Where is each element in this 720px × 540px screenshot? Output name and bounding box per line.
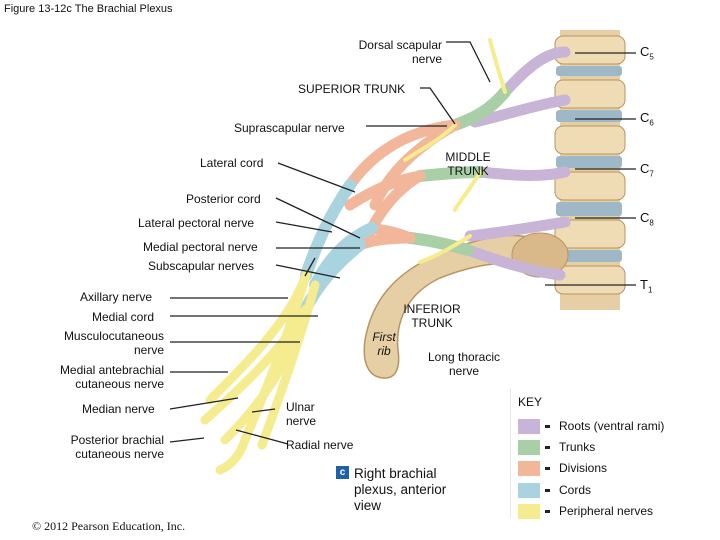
c8-label: C8 [640,210,654,228]
divisions-swatch [518,460,540,476]
c7-label: C7 [640,161,654,179]
long-thoracic-nerve-label: Long thoracic nerve [427,350,501,378]
camera-icon: c [336,466,349,479]
suprascapular-nerve-label: Suprascapular nerve [234,121,345,135]
color-key: KEY Roots (ventral rami) Trunks Division… [510,388,706,519]
leader-lines [169,41,636,445]
first-rib-label: First rib [372,330,396,358]
cords-swatch [518,482,540,498]
figure-caption: Right brachial plexus, anterior view [354,466,447,513]
lateral-pectoral-nerve-label: Lateral pectoral nerve [138,216,255,230]
medial-antebrachial-label: Medial antebrachial cutaneous nerve [59,363,164,391]
medial-pectoral-nerve-label: Medial pectoral nerve [143,240,258,254]
dorsal-scapular-nerve-label: Dorsal scapular nerve [358,38,442,66]
figure-title: Figure 13-12c The Brachial Plexus [4,3,173,15]
key-title: KEY [518,395,543,409]
c5-label: C5 [640,44,654,62]
ulnar-nerve-label: Ulnar nerve [286,400,317,428]
key-item-roots: Roots (ventral rami) [518,418,664,434]
trunks-swatch [518,439,540,455]
axillary-nerve-label: Axillary nerve [80,290,153,304]
peripheral-nerves [200,270,320,475]
superior-trunk-label: SUPERIOR TRUNK [298,82,406,96]
t1-label: T1 [640,277,653,295]
inferior-trunk-label: INFERIOR TRUNK [403,302,461,330]
medial-cord-label: Medial cord [92,310,155,324]
key-item-divisions: Divisions [518,460,607,476]
middle-trunk-label: MIDDLE TRUNK [445,150,491,178]
roots-swatch [518,418,540,434]
copyright-notice: © 2012 Pearson Education, Inc. [32,519,186,533]
median-nerve-label: Median nerve [82,402,155,416]
musculocutaneous-nerve-label: Musculocutaneous nerve [63,329,164,357]
radial-nerve-label: Radial nerve [286,438,354,452]
posterior-brachial-label: Posterior brachial cutaneous nerve [70,433,164,461]
posterior-cord-label: Posterior cord [186,192,261,206]
key-item-trunks: Trunks [518,439,595,455]
subscapular-nerves-label: Subscapular nerves [148,259,255,273]
roots [462,46,571,281]
key-item-cords: Cords [518,482,591,498]
c6-label: C6 [640,110,654,128]
key-item-peripheral: Peripheral nerves [518,503,653,519]
lateral-cord-label: Lateral cord [200,156,264,170]
peripheral-swatch [518,503,540,519]
